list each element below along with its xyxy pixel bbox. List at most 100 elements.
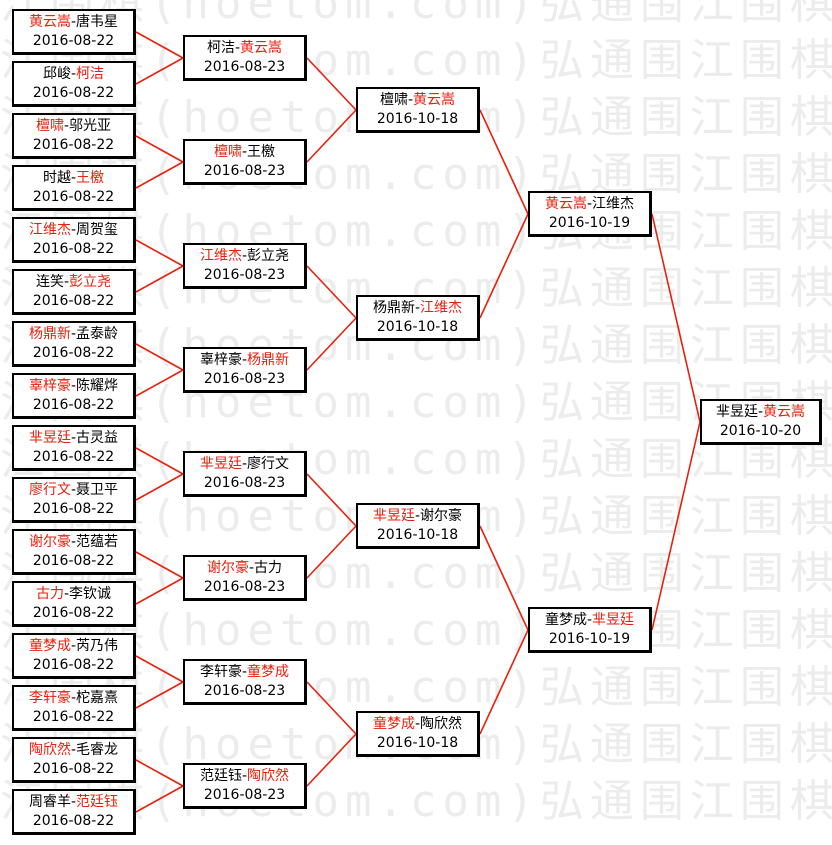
bracket-connector-line	[135, 265, 184, 293]
vs-separator: -	[234, 40, 241, 56]
match-players: 黄云嵩-唐韦星	[14, 13, 133, 32]
player-1-name: 时越	[42, 170, 71, 186]
bracket-connector-line	[306, 57, 357, 111]
player-1-name: 辜梓豪	[28, 378, 71, 394]
vs-separator: -	[248, 560, 255, 576]
match-date: 2016-08-23	[203, 267, 286, 283]
player-2-name: 彭立尧	[69, 274, 112, 290]
match-date: 2016-08-23	[203, 475, 286, 491]
bracket-connector-line	[135, 31, 184, 59]
player-2-name: 李钦诚	[69, 586, 112, 602]
player-2-name: 范廷钰	[76, 794, 119, 810]
bracket-connector-line	[651, 421, 701, 631]
match-players: 芈昱廷-谢尔豪	[358, 507, 477, 526]
match-date: 2016-10-20	[719, 423, 802, 439]
vs-separator: -	[63, 118, 70, 134]
player-2-name: 古灵益	[76, 430, 119, 446]
player-2-name: 聂卫平	[76, 482, 119, 498]
match-players: 童梦成-陶欣然	[358, 715, 477, 734]
match-date: 2016-10-19	[548, 631, 631, 647]
vs-separator: -	[70, 430, 77, 446]
match-date: 2016-08-23	[203, 371, 286, 387]
bracket-connector-line	[135, 551, 184, 579]
player-1-name: 檀啸	[213, 144, 242, 160]
match-date: 2016-08-22	[32, 85, 115, 101]
vs-separator: -	[70, 794, 77, 810]
match-players: 邱峻-柯洁	[14, 65, 133, 84]
player-1-name: 邱峻	[42, 66, 71, 82]
watermark-line: 江围棋(hoetom.com)弘通围江围棋(hoetom.com)弘通围江围棋(…	[0, 377, 832, 428]
player-1-name: 辜梓豪	[199, 352, 242, 368]
player-2-name: 杨鼎新	[247, 352, 290, 368]
player-1-name: 范廷钰	[199, 768, 242, 784]
match-date: 2016-08-23	[203, 163, 286, 179]
vs-separator: -	[70, 170, 77, 186]
vs-separator: -	[70, 378, 77, 394]
player-2-name: 芮乃伟	[76, 638, 119, 654]
bracket-connector-line	[306, 733, 357, 787]
player-1-name: 李轩豪	[28, 690, 71, 706]
player-1-name: 柯洁	[206, 40, 235, 56]
match-date: 2016-08-22	[32, 241, 115, 257]
player-2-name: 黄云嵩	[240, 40, 283, 56]
player-2-name: 陈耀烨	[76, 378, 119, 394]
player-1-name: 芈昱廷	[199, 456, 242, 472]
bracket-connector-line	[479, 213, 529, 319]
player-2-name: 谢尔豪	[420, 508, 463, 524]
vs-separator: -	[70, 14, 77, 30]
player-1-name: 廖行文	[28, 482, 71, 498]
player-1-name: 杨鼎新	[28, 326, 71, 342]
player-1-name: 童梦成	[28, 638, 71, 654]
match-date: 2016-10-18	[376, 735, 459, 751]
player-2-name: 黄云嵩	[763, 404, 806, 420]
player-2-name: 柯洁	[76, 66, 105, 82]
match-players: 芈昱廷-黄云嵩	[702, 403, 819, 422]
match-date: 2016-08-23	[203, 683, 286, 699]
bracket-connector-line	[306, 265, 357, 319]
bracket-connector-line	[135, 759, 184, 787]
match-players: 柯洁-黄云嵩	[185, 39, 304, 58]
match-date: 2016-08-22	[32, 449, 115, 465]
vs-separator: -	[586, 196, 593, 212]
bracket-connector-line	[135, 239, 184, 267]
bracket-connector-line	[135, 577, 184, 605]
match-date: 2016-10-19	[548, 215, 631, 231]
player-1-name: 芈昱廷	[28, 430, 71, 446]
match-players: 芈昱廷-廖行文	[185, 455, 304, 474]
player-2-name: 陶欣然	[420, 716, 463, 732]
player-1-name: 谢尔豪	[206, 560, 249, 576]
bracket-connector-line	[651, 213, 701, 423]
match-players: 李轩豪-童梦成	[185, 663, 304, 682]
player-1-name: 陶欣然	[28, 742, 71, 758]
match-players: 芈昱廷-古灵益	[14, 429, 133, 448]
vs-separator: -	[586, 612, 593, 628]
vs-separator: -	[414, 300, 421, 316]
vs-separator: -	[70, 326, 77, 342]
vs-separator: -	[70, 638, 77, 654]
match-date: 2016-10-18	[376, 111, 459, 127]
bracket-connector-line	[135, 369, 184, 397]
player-2-name: 黄云嵩	[413, 92, 456, 108]
player-1-name: 黄云嵩	[544, 196, 587, 212]
bracket-connector-line	[135, 343, 184, 371]
player-2-name: 唐韦星	[76, 14, 119, 30]
match-players: 黄云嵩-江维杰	[530, 195, 649, 214]
player-2-name: 童梦成	[247, 664, 290, 680]
player-1-name: 檀啸	[35, 118, 64, 134]
vs-separator: -	[241, 248, 248, 264]
vs-separator: -	[70, 222, 77, 238]
match-players: 周睿羊-范廷钰	[14, 793, 133, 812]
